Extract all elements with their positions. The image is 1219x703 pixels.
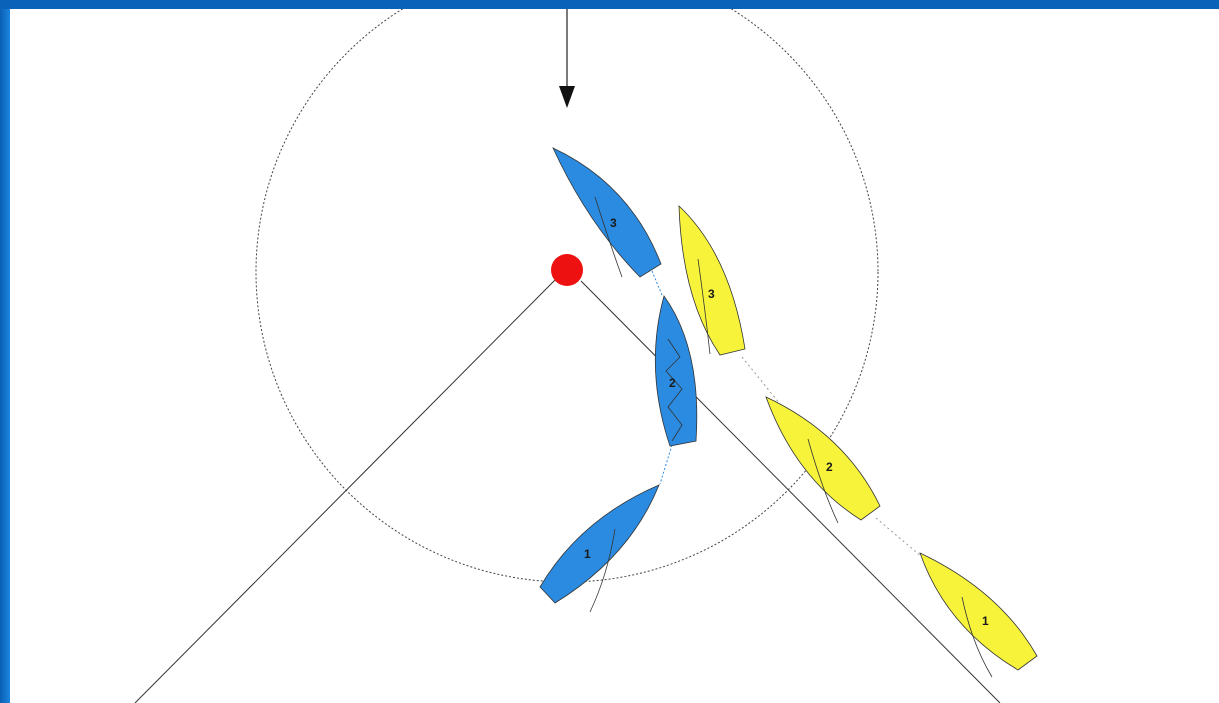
mark-buoy xyxy=(551,254,583,286)
blue-track-line xyxy=(659,444,673,485)
yellow-boat-3: 3 xyxy=(678,205,746,356)
diagram-canvas: 3 2 1 3 2 xyxy=(10,9,1219,703)
blue-boat-1-label: 1 xyxy=(584,547,591,561)
arrow-down-icon xyxy=(559,9,575,108)
blue-boat-2-label: 2 xyxy=(669,376,676,390)
blue-boat-3-label: 3 xyxy=(610,216,617,230)
yellow-track-line xyxy=(875,517,923,558)
starboard-layline xyxy=(580,280,1001,703)
yellow-boat-1: 1 xyxy=(919,552,1038,678)
yellow-boat-3-label: 3 xyxy=(708,287,715,301)
sailing-diagram: 3 2 1 3 2 xyxy=(134,9,1038,703)
blue-boat-2: 2 xyxy=(654,295,698,447)
yellow-track-line xyxy=(741,356,785,410)
top-bar xyxy=(0,0,1219,9)
blue-boat-1: 1 xyxy=(539,484,660,613)
blue-track-line xyxy=(651,270,663,296)
port-layline xyxy=(134,278,557,703)
blue-boat-3: 3 xyxy=(552,147,662,278)
yellow-boat-1-label: 1 xyxy=(982,614,989,628)
yellow-boat-2: 2 xyxy=(765,396,881,524)
yellow-boat-2-label: 2 xyxy=(826,460,833,474)
zone-circle xyxy=(255,9,879,583)
